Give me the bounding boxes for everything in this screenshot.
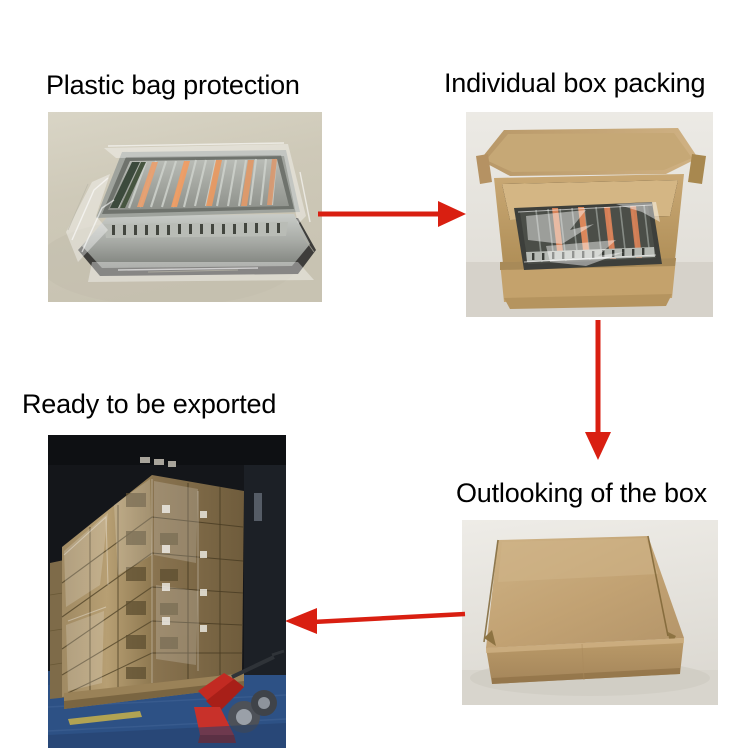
arrow-step3-to-step4 [281,602,466,636]
arrow-step2-to-step3 [578,318,618,460]
caption-plastic-bag-protection: Plastic bag protection [46,70,300,100]
photo-individual-box-packing [466,112,713,317]
caption-outlooking-of-the-box: Outlooking of the box [456,478,707,508]
photo-outlooking-of-the-box [462,520,718,705]
caption-individual-box-packing: Individual box packing [444,68,706,98]
caption-ready-to-be-exported: Ready to be exported [22,389,277,419]
arrow-step1-to-step2 [316,196,466,232]
photo-plastic-bag-protection [48,112,322,302]
photo-ready-to-be-exported [48,435,286,748]
